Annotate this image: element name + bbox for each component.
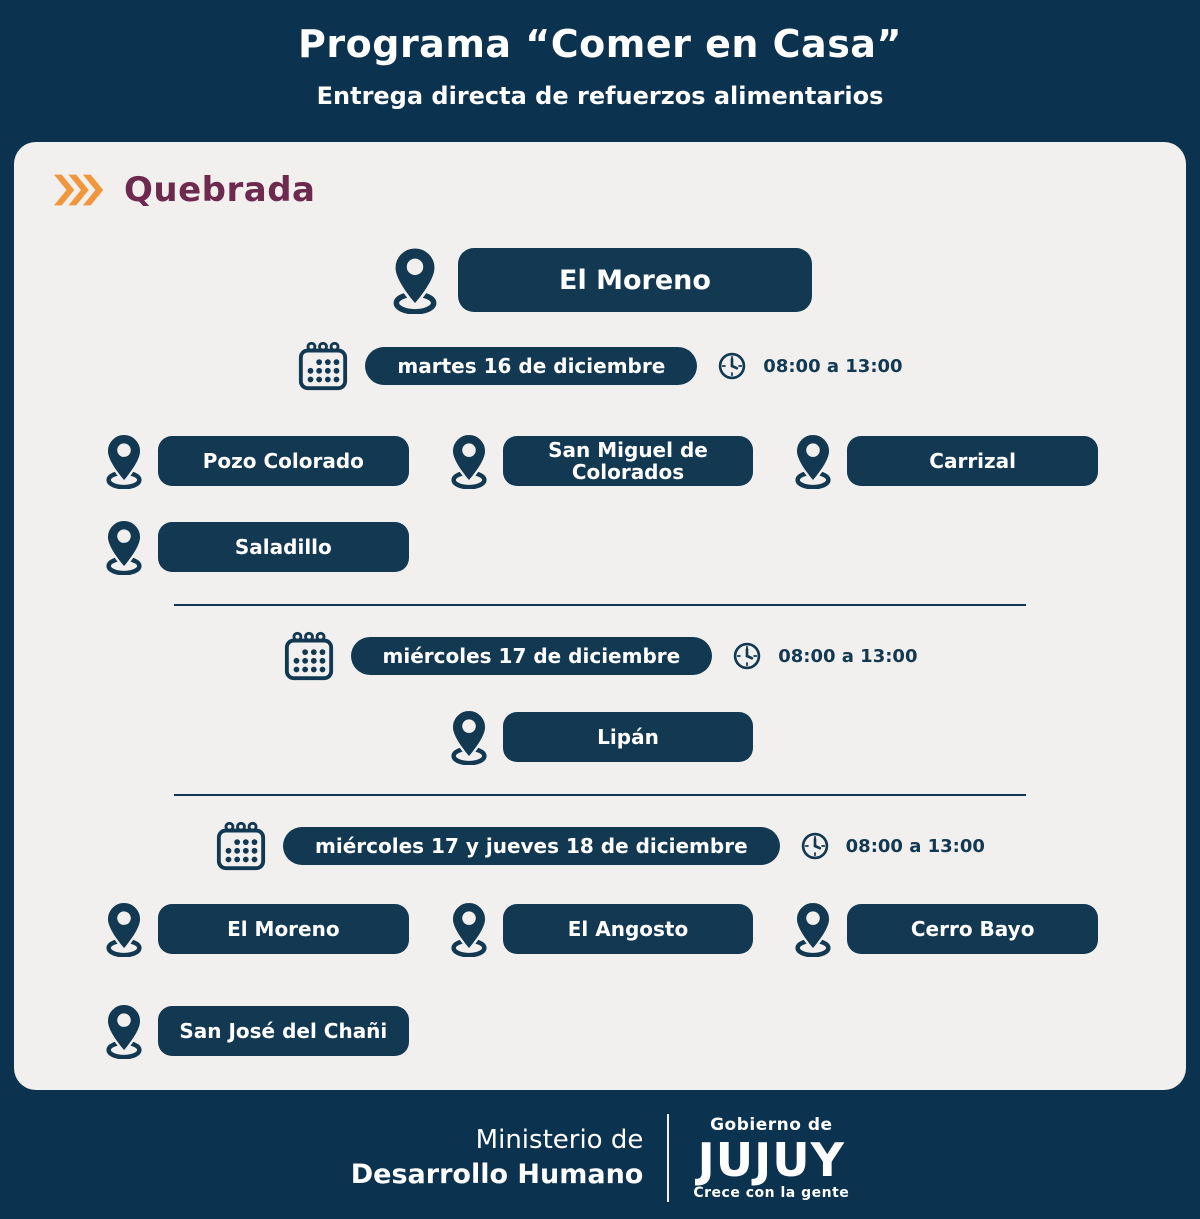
region-header: Quebrada <box>14 170 1186 210</box>
location-item: El Moreno <box>102 900 409 958</box>
location-label: San José del Chañi <box>179 1018 388 1043</box>
location-row-3: Lipán <box>14 708 1186 766</box>
time-label-3: 08:00 a 13:00 <box>845 835 985 857</box>
schedule-row-3: miércoles 17 y jueves 18 de diciembre 08… <box>14 820 1186 872</box>
time-label-1: 08:00 a 13:00 <box>763 355 903 377</box>
location-pill: Carrizal <box>847 436 1098 486</box>
footer-divider <box>667 1113 670 1202</box>
section-divider <box>174 604 1026 606</box>
location-row-2: Saladillo <box>14 518 1186 576</box>
location-pill: Lipán <box>502 712 754 762</box>
ministry-line1: Ministerio de <box>475 1125 644 1155</box>
gov-logo-tagline: Crece con la gente <box>693 1184 850 1201</box>
clock-icon <box>719 352 746 380</box>
location-pin-icon <box>102 519 146 575</box>
location-pill: Cerro Bayo <box>847 904 1098 954</box>
time-label-2: 08:00 a 13:00 <box>778 645 918 667</box>
location-pin-icon <box>447 433 491 489</box>
main-location-label: El Moreno <box>559 264 711 296</box>
location-pill: Saladillo <box>158 522 409 572</box>
clock-icon <box>801 832 828 860</box>
location-item: El Angosto <box>447 900 754 958</box>
location-pill: Pozo Colorado <box>158 436 409 486</box>
ministry-line2: Desarrollo Humano <box>350 1159 644 1190</box>
location-item: Lipán <box>447 708 754 766</box>
location-pin-icon <box>447 709 491 765</box>
region-title: Quebrada <box>124 170 316 210</box>
location-label: El Moreno <box>227 916 340 941</box>
calendar-icon <box>284 631 333 681</box>
date-pill-1: martes 16 de diciembre <box>365 347 698 385</box>
clock-icon <box>733 642 761 670</box>
location-item: Pozo Colorado <box>102 432 409 490</box>
location-pin-icon <box>791 433 835 489</box>
date-label-1: martes 16 de diciembre <box>397 354 666 378</box>
location-label: Carrizal <box>929 448 1017 473</box>
location-label: San Miguel de Colorados <box>548 437 708 484</box>
main-location-pill: El Moreno <box>458 248 812 312</box>
date-label-2: miércoles 17 de diciembre <box>382 644 681 668</box>
gov-logo-top: Gobierno de <box>710 1114 833 1135</box>
ministry-wordmark: Ministerio de Desarrollo Humano <box>351 1125 644 1190</box>
location-item: Cerro Bayo <box>791 900 1098 958</box>
calendar-icon <box>299 341 348 391</box>
location-row-1: Pozo Colorado San Miguel de Colorados Ca… <box>14 432 1186 490</box>
location-label: Pozo Colorado <box>202 448 364 473</box>
location-pin-icon <box>102 1003 146 1059</box>
location-pin-icon <box>447 901 491 957</box>
location-pin-icon <box>388 246 442 314</box>
location-pin-icon <box>102 433 146 489</box>
location-label: El Angosto <box>567 916 689 941</box>
location-pin-icon <box>791 901 835 957</box>
main-location-row: El Moreno <box>14 246 1186 314</box>
location-item: Carrizal <box>791 432 1098 490</box>
location-pill: El Angosto <box>502 904 754 954</box>
schedule-card: Quebrada El Moreno martes 16 de diciembr… <box>14 142 1186 1090</box>
location-row-5: San José del Chañi <box>14 1002 1186 1060</box>
location-item: San José del Chañi <box>102 1002 409 1060</box>
gov-logo-name: JUJUY <box>697 1132 845 1187</box>
date-pill-3: miércoles 17 y jueves 18 de diciembre <box>283 827 780 865</box>
date-label-3: miércoles 17 y jueves 18 de diciembre <box>315 834 748 858</box>
calendar-icon <box>216 821 266 871</box>
page-title: Programa “Comer en Casa” <box>298 22 902 66</box>
location-row-4: El Moreno El Angosto Cerro Bayo <box>14 900 1186 958</box>
page-subtitle: Entrega directa de refuerzos alimentario… <box>316 82 884 110</box>
date-pill-2: miércoles 17 de diciembre <box>350 637 713 675</box>
location-pill: San Miguel de Colorados <box>502 436 754 486</box>
triple-chevron-icon <box>54 174 104 206</box>
jujuy-government-logo: Gobierno de JUJUY Crece con la gente <box>693 1115 849 1201</box>
location-label: Lipán <box>597 724 659 749</box>
location-item: Saladillo <box>102 518 409 576</box>
schedule-row-1: martes 16 de diciembre 08:00 a 13:00 <box>14 340 1186 392</box>
location-pill: El Moreno <box>158 904 409 954</box>
location-pin-icon <box>102 901 146 957</box>
location-label: Cerro Bayo <box>910 916 1035 941</box>
location-pill: San José del Chañi <box>158 1006 409 1056</box>
section-divider <box>174 794 1026 796</box>
location-label: Saladillo <box>234 534 332 559</box>
page-footer: Ministerio de Desarrollo Humano Gobierno… <box>0 1090 1200 1219</box>
page-header: Programa “Comer en Casa” Entrega directa… <box>0 0 1200 142</box>
location-item: San Miguel de Colorados <box>447 432 754 490</box>
schedule-row-2: miércoles 17 de diciembre 08:00 a 13:00 <box>14 630 1186 682</box>
